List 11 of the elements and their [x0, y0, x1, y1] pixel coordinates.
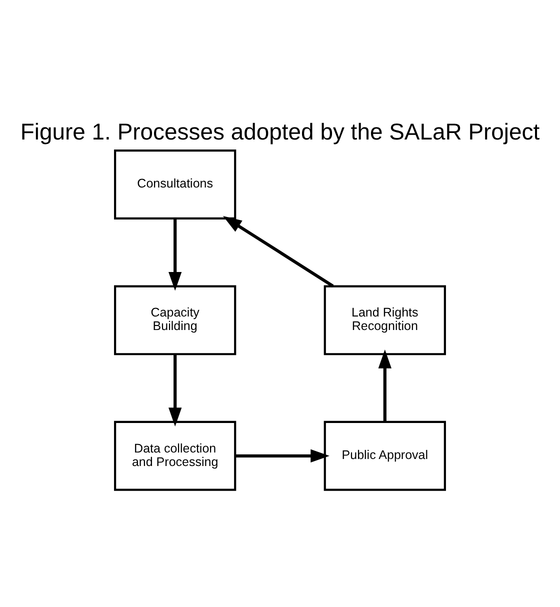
node-box: Public Approval: [324, 420, 446, 491]
arrow: [235, 449, 330, 462]
arrow: [168, 218, 182, 291]
node-box: Land Rights Recognition: [324, 285, 446, 356]
diagram-title: Figure 1. Processes adopted by the SALaR Project: [20, 118, 540, 145]
arrow: [222, 216, 334, 288]
node-box: Consultations: [114, 150, 236, 220]
arrow: [378, 350, 392, 422]
node-box: Data collection and Processing: [114, 420, 236, 491]
arrow: [168, 354, 182, 426]
node-box: Capacity Building: [114, 285, 236, 356]
